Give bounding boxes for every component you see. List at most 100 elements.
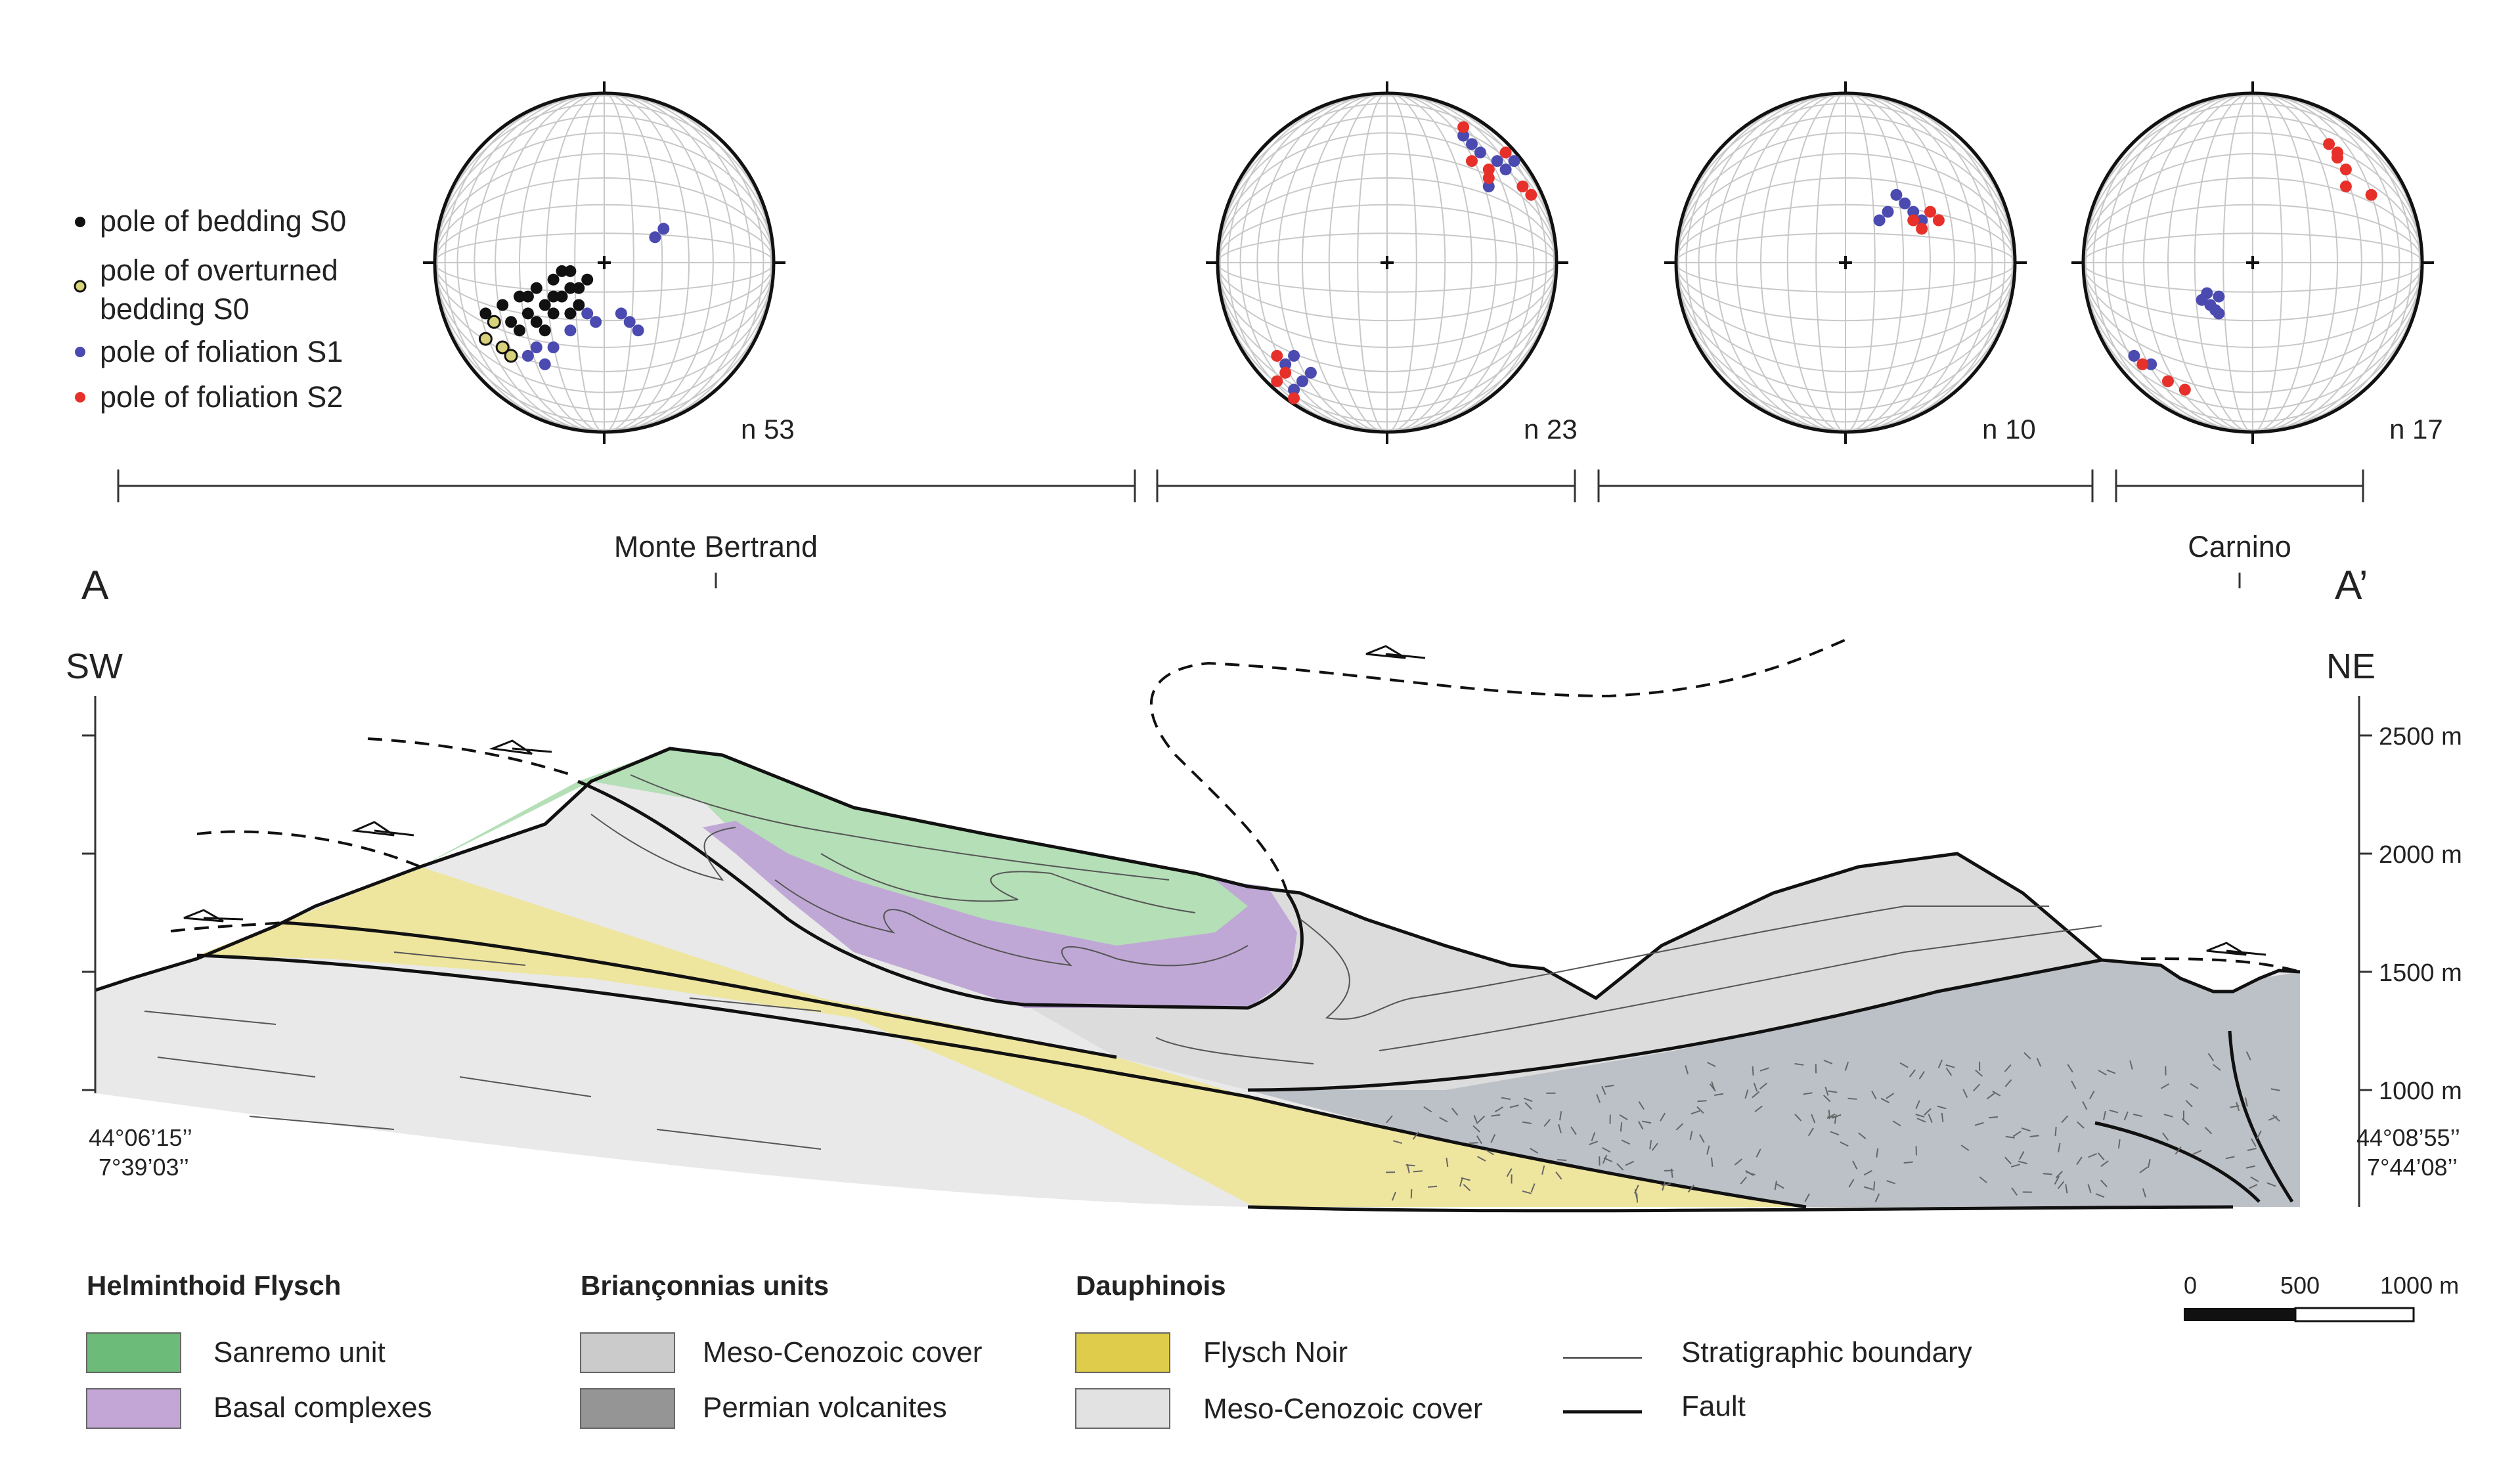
sanremo-fold-line-3 (820, 853, 1196, 913)
texture-tick (2161, 1083, 2170, 1089)
texture-tick (1530, 1148, 1539, 1154)
stereonet-ticks (423, 81, 785, 444)
texture-tick (1501, 1097, 1511, 1101)
texture-tick (1844, 1061, 1849, 1071)
texture-tick (2161, 1132, 2169, 1141)
texture-tick (1710, 1157, 1713, 1167)
texture-tick (1834, 1114, 1837, 1124)
pole-s1 (581, 307, 594, 320)
texture-tick (2036, 1057, 2042, 1067)
carnino-label: Carnino (2188, 530, 2291, 563)
texture-tick (2192, 1150, 2202, 1155)
texture-tick (2245, 1051, 2251, 1060)
texture-tick (2245, 1097, 2248, 1107)
texture-tick (1828, 1090, 1838, 1093)
texture-tick (2163, 1114, 2173, 1118)
texture-tick (2018, 1160, 2027, 1165)
texture-tick (1651, 1143, 1658, 1151)
pole-s1 (657, 223, 670, 235)
texture-tick (2097, 1152, 2105, 1161)
texture-tick (1863, 1186, 1873, 1190)
pole-s1 (539, 358, 551, 370)
texture-tick (2245, 1165, 2255, 1169)
coord-left-lat: 44°06’15’’ (89, 1124, 192, 1151)
texture-tick (2250, 1138, 2257, 1147)
legend-label-brianconnais-cover: Meso-Cenozoic cover (703, 1336, 983, 1368)
texture-tick (1570, 1126, 1577, 1135)
pole-s1 (1873, 214, 1886, 227)
pole-bedding (564, 307, 577, 320)
texture-tick (1928, 1114, 1933, 1124)
texture-tick (1522, 1121, 1532, 1124)
sw-direction-label: SW (66, 647, 123, 686)
pole-s2 (2365, 188, 2377, 201)
texture-tick (1410, 1189, 1413, 1199)
pole-s2 (2136, 358, 2149, 370)
stereonet-ticks (2071, 81, 2434, 444)
pole-s2 (2339, 180, 2352, 192)
pole-bedding (479, 307, 492, 320)
texture-tick (2004, 1079, 2012, 1087)
texture-tick (1649, 1140, 1652, 1150)
pole-bedding (581, 273, 594, 286)
pole-s1 (1304, 366, 1317, 379)
texture-tick (2061, 1115, 2069, 1124)
pole-bedding (556, 290, 568, 303)
texture-tick (1803, 1092, 1813, 1095)
range-bar-4 (2115, 469, 2364, 502)
texture-tick (2021, 1127, 2031, 1132)
texture-tick (1909, 1069, 1916, 1078)
pole-bedding (521, 290, 534, 303)
texture-tick (1945, 1067, 1953, 1076)
texture-tick (1840, 1141, 1849, 1147)
texture-tick (1558, 1124, 1562, 1133)
pole-s1 (632, 324, 644, 337)
topography-line (95, 747, 2301, 1001)
legend-label-flysch-noir: Flysch Noir (1203, 1336, 1348, 1368)
legend-group-dauphinois-title: Dauphinois (1076, 1270, 1226, 1301)
legend-group-helminthoid-title: Helminthoid Flysch (87, 1270, 341, 1301)
pole-s2 (1288, 392, 1300, 404)
texture-tick (1691, 1110, 1700, 1115)
texture-tick (1794, 1113, 1802, 1122)
thrust-arrows (183, 645, 2266, 956)
stereonet-ticks (1206, 81, 1568, 444)
texture-tick (1386, 1115, 1393, 1124)
texture-tick (1638, 1101, 1645, 1110)
texture-tick (1662, 1181, 1666, 1191)
texture-tick (1941, 1112, 1944, 1122)
texture-tick (2147, 1159, 2151, 1169)
map-legend: Helminthoid Flysch Sanremo unit Basal co… (86, 1270, 1972, 1429)
pole-s2 (1482, 164, 1495, 176)
pole-bedding (521, 307, 534, 320)
texture-tick (1451, 1107, 1459, 1116)
texture-tick (1625, 1160, 1635, 1166)
texture-tick (1744, 1089, 1749, 1099)
texture-tick (1463, 1184, 1471, 1192)
thrust-trace-right (2140, 957, 2301, 973)
stereonet-count: n 23 (1524, 414, 1578, 445)
thrust-arrow-1 (489, 739, 552, 755)
pole-bedding (564, 265, 577, 277)
brianconnais-line-1 (1300, 906, 2049, 1020)
scale-bar-white-segment (2294, 1307, 2415, 1322)
brianconnais-cover-body (1025, 854, 2102, 1090)
texture-tick (2272, 1114, 2280, 1122)
section-end-label: A’ (2335, 563, 2368, 608)
texture-tick (2106, 1069, 2116, 1074)
legend-swatch-brianconnais-cover (580, 1332, 675, 1373)
faults (95, 747, 2301, 1213)
legend-label-fault: Fault (1681, 1390, 1746, 1422)
texture-tick (1828, 1110, 1831, 1120)
texture-tick (1461, 1177, 1470, 1181)
texture-tick (2054, 1175, 2060, 1185)
pole-s2 (2332, 152, 2343, 164)
texture-tick (1661, 1183, 1671, 1187)
pole-s1 (1499, 164, 1512, 176)
texture-tick (2005, 1135, 2015, 1139)
texture-tick (1675, 1123, 1684, 1131)
pole-s1 (1457, 129, 1470, 142)
texture-tick (1992, 1090, 2001, 1097)
texture-tick (1485, 1149, 1494, 1156)
texture-tick (1979, 1176, 1987, 1183)
